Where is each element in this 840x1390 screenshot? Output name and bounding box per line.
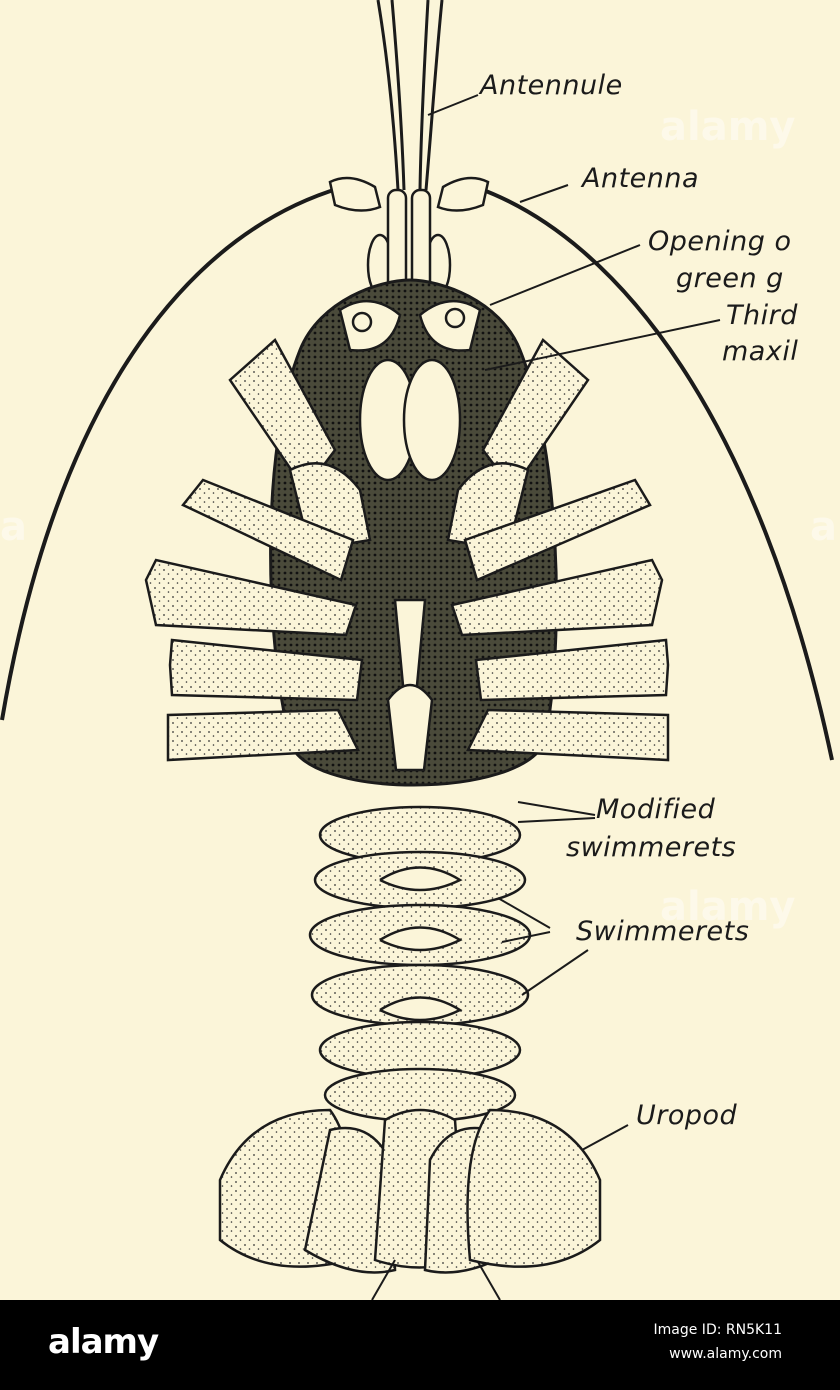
mouthparts (338, 299, 482, 772)
label-antenna: Antenna (582, 163, 700, 194)
crayfish-figure: alamy alamy a a Antennule Antenna Openin… (0, 0, 840, 1300)
alamy-logo: alamy (48, 1322, 159, 1362)
svg-text:a: a (0, 504, 27, 550)
leader-lines (371, 94, 721, 1300)
label-opening-line1: Opening o (648, 226, 792, 257)
antenna-whips (0, 186, 834, 761)
antennule-filaments (376, 0, 444, 191)
walking-legs (144, 338, 670, 762)
label-modified-line1: Modified (596, 794, 716, 825)
label-uropod: Uropod (636, 1100, 738, 1131)
label-opening-line2: green g (676, 263, 784, 294)
abdomen (308, 805, 532, 1123)
label-third-line1: Third (726, 300, 798, 331)
svg-text:a: a (810, 504, 837, 550)
watermark: alamy alamy a a (0, 104, 837, 930)
tail-fan (218, 1108, 602, 1274)
site-url: www.alamy.com (669, 1346, 782, 1362)
label-third-line2: maxil (722, 336, 799, 367)
label-antennule: Antennule (480, 70, 623, 101)
watermark-footer: alamy Image ID: RN5K11 www.alamy.com (0, 1300, 840, 1390)
image-info: Image ID: RN5K11 www.alamy.com (654, 1318, 782, 1366)
svg-text:alamy: alamy (660, 104, 795, 150)
svg-text:alamy: alamy (660, 884, 795, 930)
antenna-bases (328, 176, 490, 302)
crayfish-drawing: alamy alamy a a (0, 0, 837, 1300)
label-swimmerets: Swimmerets (576, 916, 750, 947)
label-modified-line2: swimmerets (566, 832, 737, 863)
image-id: Image ID: RN5K11 (653, 1322, 782, 1338)
